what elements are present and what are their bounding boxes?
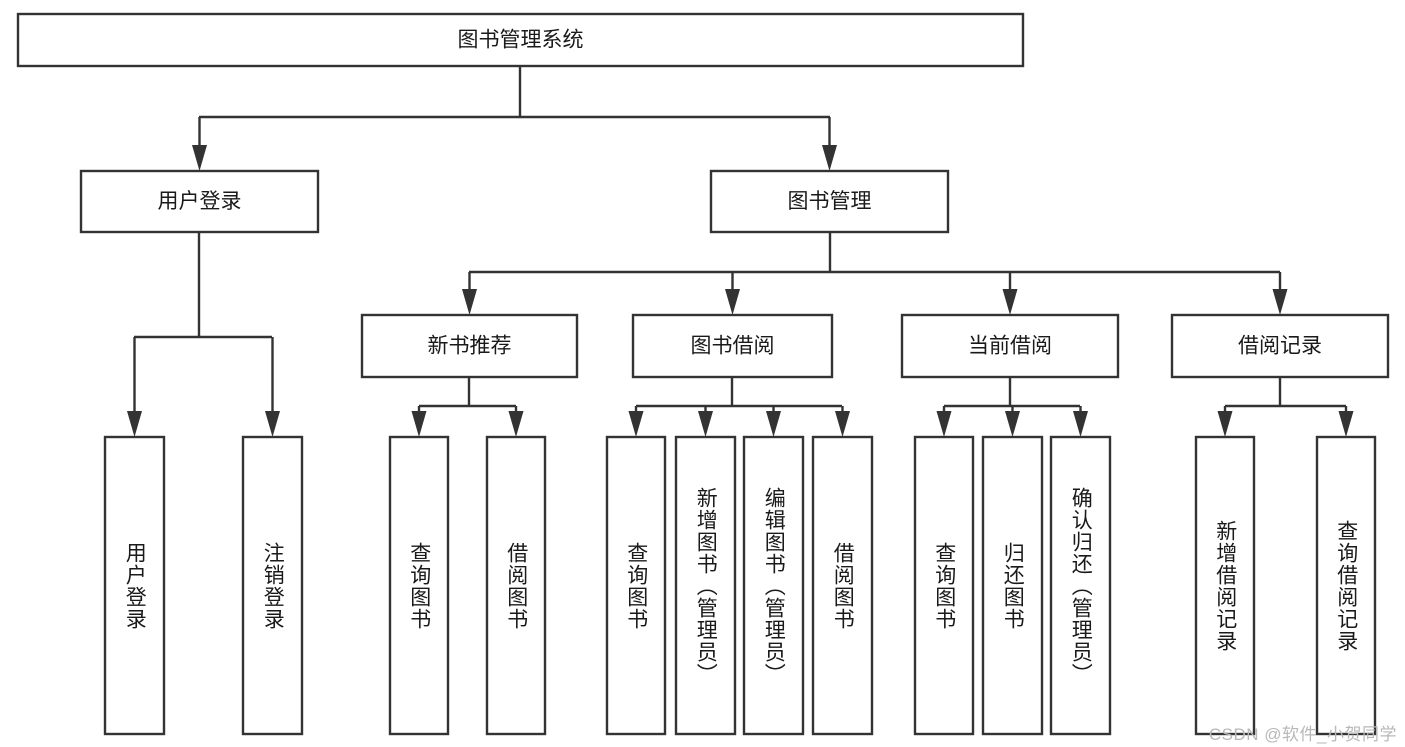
node-box-current-borrow[interactable] <box>900 313 1120 379</box>
node-box-layer <box>16 12 1390 736</box>
arrow-head-icon <box>1005 411 1020 437</box>
arrow-head-icon <box>822 145 837 171</box>
arrow-head-icon <box>127 411 142 437</box>
node-box-leaf-edit-book-admin[interactable] <box>742 435 805 736</box>
arrow-head-icon <box>1217 411 1233 437</box>
arrow-head-icon <box>936 411 952 437</box>
arrow-head-icon <box>1073 411 1088 437</box>
node-box-leaf-query-book-borrow[interactable] <box>605 435 667 736</box>
node-label-book-management: 图书管理 <box>788 190 872 213</box>
node-box-leaf-borrow-book[interactable] <box>811 435 874 736</box>
node-box-leaf-return-book[interactable] <box>981 435 1044 736</box>
node-box-leaf-add-borrow-record[interactable] <box>1194 435 1256 736</box>
arrow-head-icon <box>835 411 850 437</box>
node-box-leaf-user-logout[interactable] <box>241 435 304 736</box>
node-box-leaf-add-book-admin[interactable] <box>674 435 737 736</box>
node-box-book-borrow[interactable] <box>631 313 834 379</box>
node-box-new-book-recommend[interactable] <box>360 313 579 379</box>
arrow-head-icon <box>411 411 427 437</box>
node-label-user-login: 用户登录 <box>158 190 242 213</box>
watermark-text: CSDN @软件_小贺同学 <box>1208 725 1397 744</box>
connector-layer <box>127 66 1354 437</box>
arrow-head-icon <box>1002 289 1018 315</box>
node-box-book-management[interactable] <box>709 169 950 234</box>
node-box-leaf-user-login[interactable] <box>103 435 166 736</box>
node-label-borrow-record: 借阅记录 <box>1238 335 1322 358</box>
arrow-head-icon <box>462 289 477 315</box>
node-box-leaf-borrow-book-recommend[interactable] <box>485 435 547 736</box>
arrow-head-icon <box>508 411 524 437</box>
arrow-head-icon <box>192 145 207 171</box>
arrow-head-icon <box>1272 289 1288 315</box>
arrow-head-icon <box>1338 411 1354 437</box>
arrow-head-icon <box>265 411 280 437</box>
node-label-new-book-recommend: 新书推荐 <box>428 335 512 358</box>
node-label-current-borrow: 当前借阅 <box>968 335 1052 358</box>
arrow-head-icon <box>628 411 644 437</box>
arrow-head-icon <box>725 289 740 315</box>
node-box-leaf-query-borrow-record[interactable] <box>1315 435 1377 736</box>
node-box-leaf-query-book-recommend[interactable] <box>388 435 450 736</box>
arrow-head-icon <box>698 411 713 437</box>
arrow-head-icon <box>766 411 781 437</box>
node-box-leaf-query-book-current[interactable] <box>913 435 975 736</box>
node-box-root[interactable] <box>16 12 1025 68</box>
node-label-root: 图书管理系统 <box>458 29 584 52</box>
node-box-leaf-confirm-return-admin[interactable] <box>1049 435 1112 736</box>
node-box-user-login[interactable] <box>79 169 320 234</box>
node-box-borrow-record[interactable] <box>1170 313 1390 379</box>
node-label-book-borrow: 图书借阅 <box>691 335 775 358</box>
